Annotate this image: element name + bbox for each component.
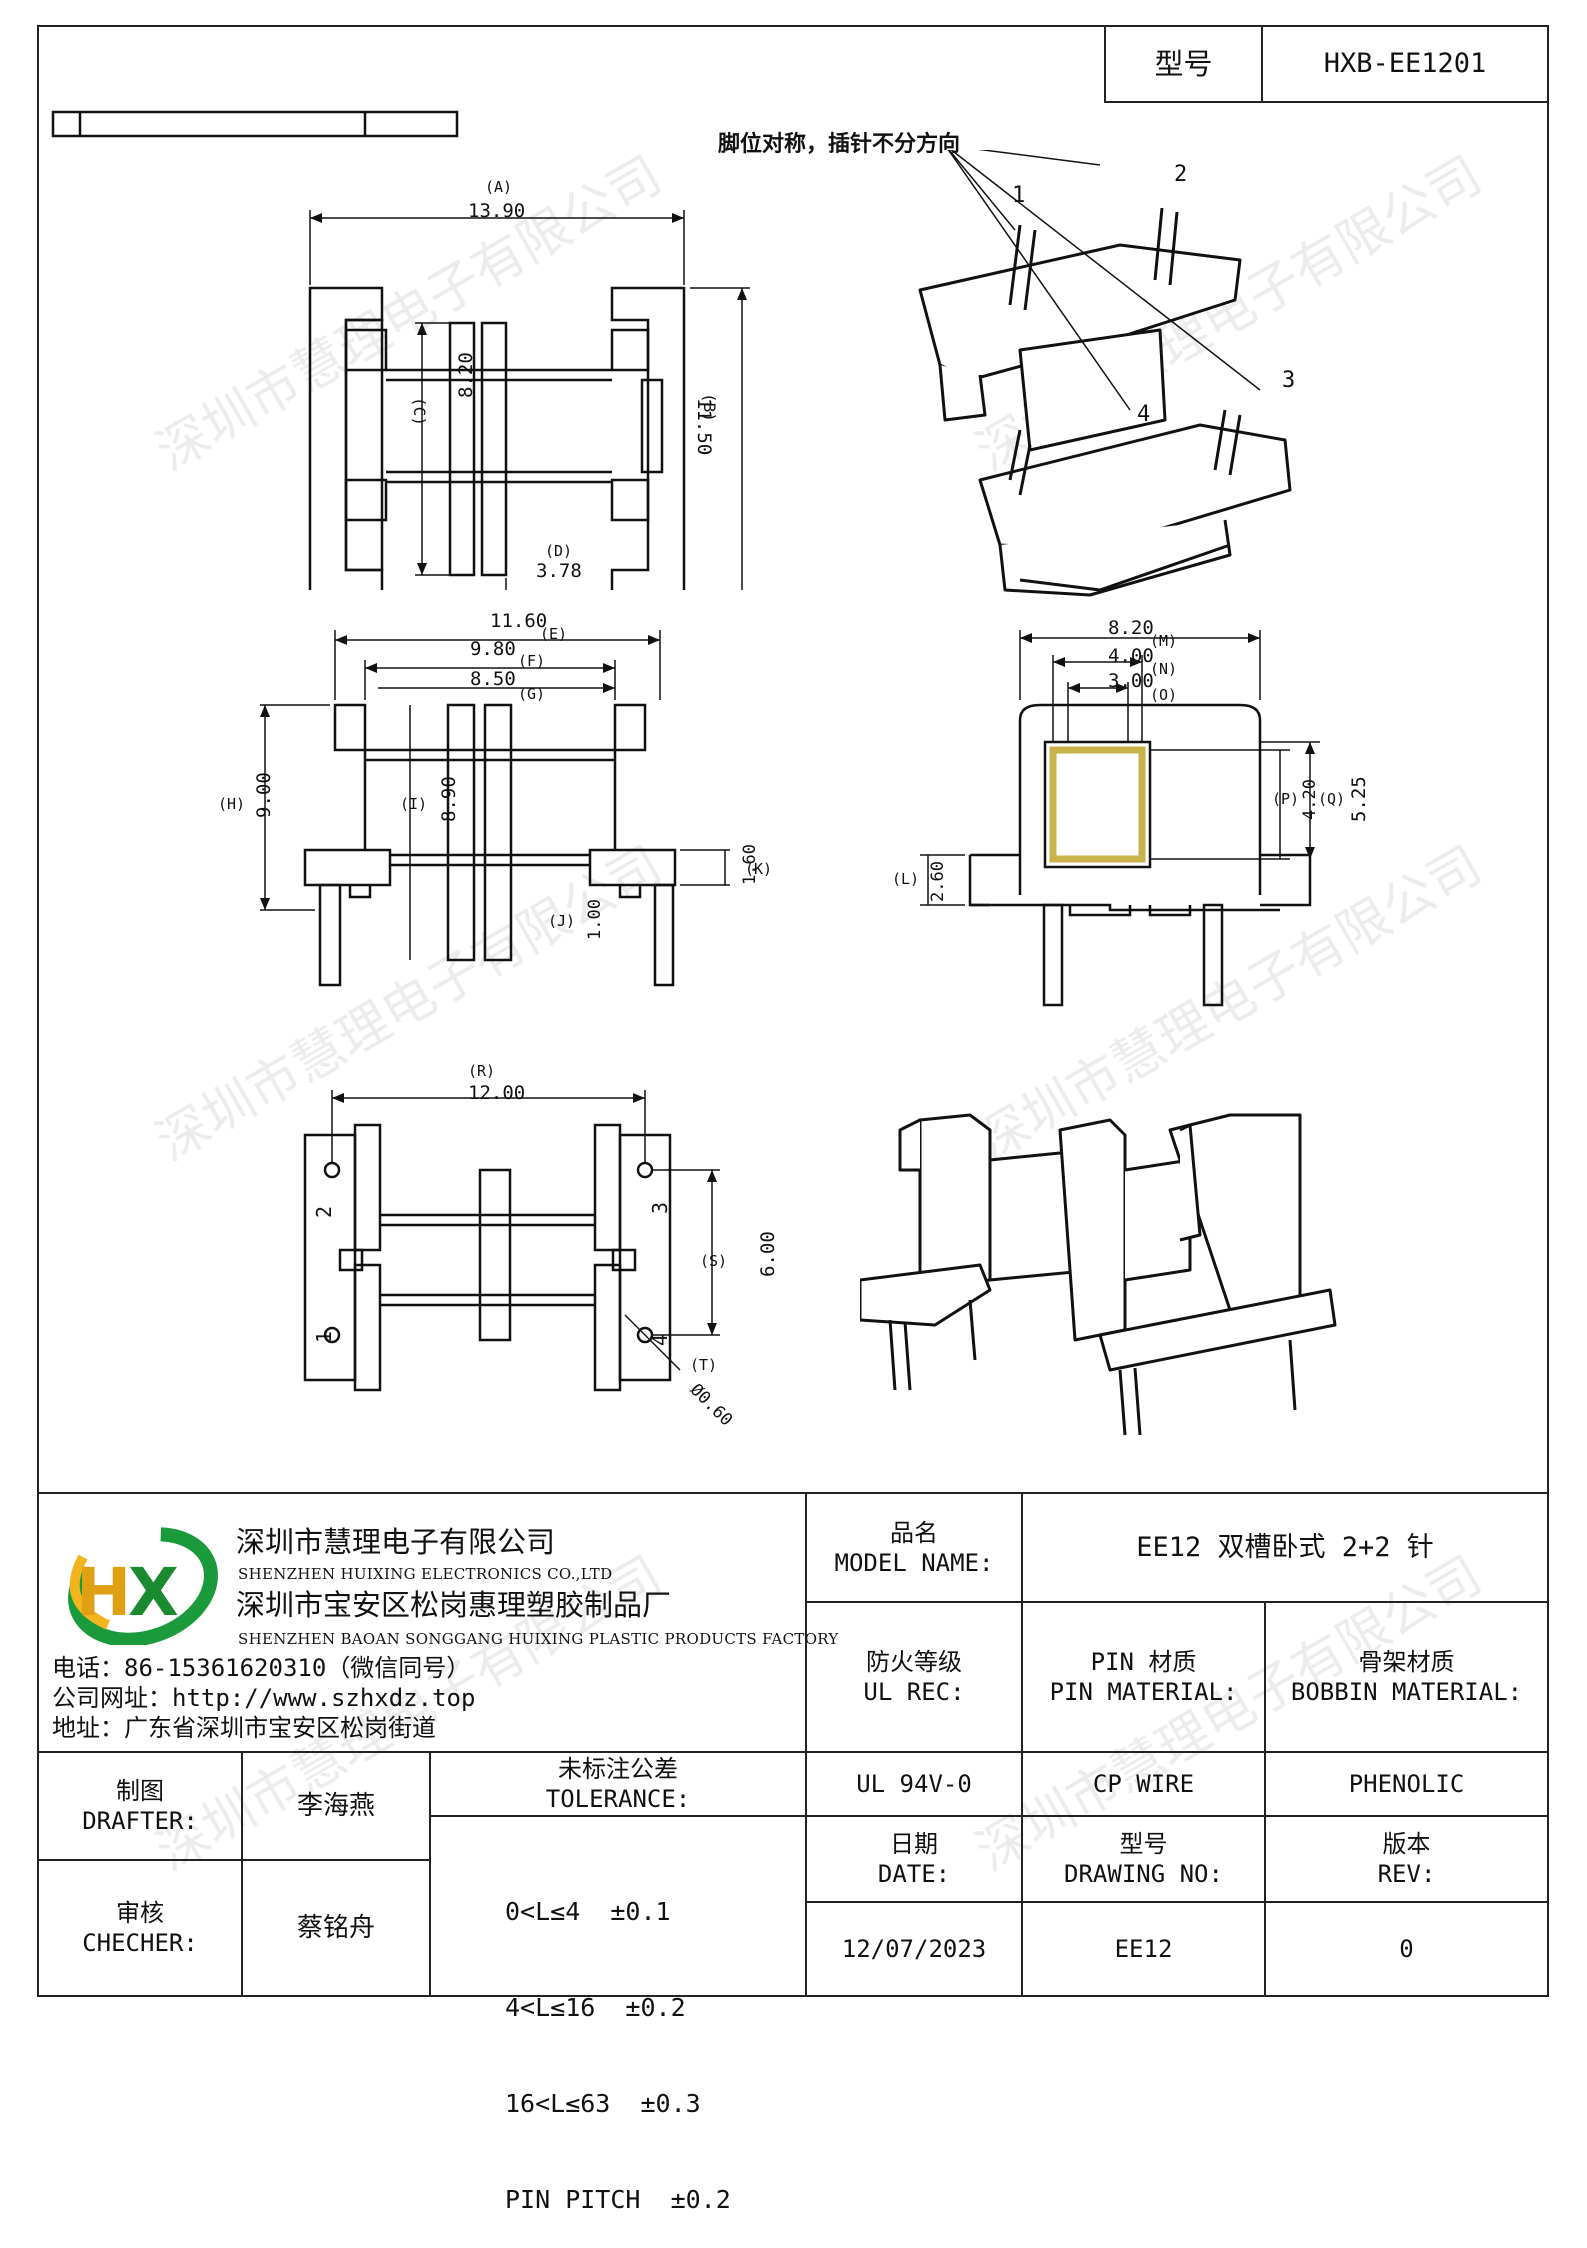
drafter-label: 制图 DRAFTER:	[82, 1777, 198, 1835]
company-name-en: SHENZHEN HUIXING ELECTRONICS CO.,LTD	[238, 1565, 613, 1583]
dim-i-code: (I)	[400, 795, 428, 813]
factory-name-cn: 深圳市宝安区松岗惠理塑胶制品厂	[236, 1588, 672, 1622]
dim-m-value: 8.20	[1108, 617, 1154, 639]
tolerance-table: 0<L≤4 ±0.1 4<L≤16 ±0.2 16<L≤63 ±0.3 PIN …	[505, 1832, 731, 2248]
company-website[interactable]: 公司网址：http://www.szhxdz.top	[52, 1684, 476, 1712]
dim-l-value: 2.60	[928, 861, 948, 902]
bottom-pin-4: 4	[648, 1333, 673, 1347]
dim-g-code: (G)	[518, 685, 546, 703]
pin-material-value: CP WIRE	[1092, 1770, 1195, 1798]
fire-rating-label: 防火等级 UL REC:	[863, 1648, 965, 1706]
fire-rating-value: UL 94V-0	[856, 1770, 972, 1798]
dim-i-value: 8.90	[438, 776, 460, 822]
date-value: 12/07/2023	[841, 1935, 987, 1963]
dim-f-code: (F)	[518, 652, 546, 670]
front-view-drawing	[260, 630, 730, 987]
checker-value: 蔡铭舟	[296, 1912, 375, 1943]
dim-p-code: (P)	[1272, 790, 1300, 808]
dim-c-code: (C)	[409, 397, 429, 426]
dim-m-code: (M)	[1150, 632, 1178, 650]
revision-label: 版本 REV:	[1377, 1830, 1436, 1888]
company-name-cn: 深圳市慧理电子有限公司	[236, 1525, 556, 1559]
company-logo: H X	[68, 1527, 218, 1645]
dim-o-value: 3.00	[1108, 670, 1154, 692]
tolerance-label: 未标注公差 TOLERANCE:	[545, 1755, 691, 1813]
dim-k-value: 1.60	[740, 844, 760, 885]
dim-e-value: 11.60	[490, 610, 548, 632]
pin-label-2: 2	[1174, 162, 1188, 187]
dim-n-code: (N)	[1150, 660, 1178, 678]
dim-r-value: 12.00	[468, 1082, 526, 1104]
drawing-no-value: EE12	[1114, 1935, 1173, 1963]
bottom-pin-1: 1	[312, 1330, 337, 1344]
header-type-value: HXB-EE1201	[1323, 48, 1487, 80]
model-name-label: 品名 MODEL NAME:	[834, 1518, 994, 1577]
top-view-drawing	[308, 210, 750, 590]
dim-l-code: (L)	[892, 870, 920, 888]
dim-j-code: (J)	[548, 912, 576, 930]
dim-s-code: (S)	[700, 1252, 728, 1270]
dim-q-value: 5.25	[1348, 776, 1370, 822]
revision-value: 0	[1399, 1935, 1414, 1963]
date-label: 日期 DATE:	[877, 1830, 951, 1888]
dim-n-value: 4.00	[1108, 645, 1154, 667]
side-view-drawing	[920, 630, 1320, 1007]
bottom-pin-3: 3	[648, 1201, 673, 1215]
dim-t-code: (T)	[690, 1356, 718, 1374]
tolerance-row: 0<L≤4 ±0.1	[505, 1897, 671, 1926]
dim-q-code: (Q)	[1318, 790, 1346, 808]
dim-d-code: (D)	[545, 542, 573, 560]
iso-view-top-drawing	[918, 150, 1292, 597]
dim-h-code: (H)	[218, 795, 246, 813]
pin-label-1: 1	[1012, 183, 1026, 208]
dim-k-code: (K)	[745, 860, 773, 878]
pin-label-4: 4	[1137, 402, 1151, 427]
dim-e-code: (E)	[540, 625, 568, 643]
pin-material-label: PIN 材质 PIN MATERIAL:	[1049, 1648, 1238, 1706]
dim-r-code: (R)	[468, 1062, 496, 1080]
model-name-value: EE12 双槽卧式 2+2 针	[1136, 1531, 1434, 1563]
drafter-value: 李海燕	[296, 1790, 375, 1821]
company-phone: 电话：86-15361620310（微信同号）	[52, 1654, 471, 1682]
dim-d-value: 3.78	[536, 560, 582, 582]
dim-c-value: 8.20	[455, 352, 477, 398]
bottom-pin-2: 2	[312, 1205, 337, 1219]
header-type-label: 型号	[1154, 46, 1213, 81]
right-flange	[610, 286, 686, 590]
dim-a-code: (A)	[485, 178, 513, 196]
bobbin-material-value: PHENOLIC	[1348, 1770, 1465, 1798]
tolerance-row: 4<L≤16 ±0.2	[505, 1993, 686, 2022]
tolerance-row: PIN PITCH ±0.2	[505, 2185, 731, 2214]
dim-a-value: 13.90	[468, 200, 526, 222]
dim-j-value: 1.00	[585, 899, 605, 940]
dim-g-value: 8.50	[470, 668, 516, 690]
drawing-no-label: 型号 DRAWING NO:	[1064, 1830, 1223, 1888]
dim-s-value: 6.00	[757, 1231, 779, 1277]
middle-divider	[448, 321, 476, 577]
dim-f-value: 9.80	[470, 638, 516, 660]
dim-o-code: (O)	[1150, 686, 1178, 704]
pin-label-3: 3	[1282, 368, 1296, 393]
dim-h-value: 9.00	[253, 772, 275, 818]
checker-label: 审核 CHECHER:	[82, 1899, 198, 1957]
company-address: 地址：广东省深圳市宝安区松岗街道	[52, 1714, 436, 1742]
bottom-view-drawing	[303, 1090, 720, 1392]
iso-view-bottom-drawing	[860, 1113, 1337, 1436]
logo-h: H	[76, 1554, 131, 1631]
bobbin-material-label: 骨架材质 BOBBIN MATERIAL:	[1290, 1648, 1523, 1706]
tolerance-row: 16<L≤63 ±0.3	[505, 2089, 701, 2118]
dim-p-value: 4.20	[1300, 779, 1320, 820]
factory-name-en: SHENZHEN BAOAN SONGGANG HUIXING PLASTIC …	[238, 1630, 839, 1648]
drawing-frame	[37, 25, 1549, 1997]
dim-b-value: 11.50	[693, 398, 715, 456]
logo-x: X	[128, 1554, 179, 1631]
pin-direction-note: 脚位对称，插针不分方向	[718, 132, 961, 157]
